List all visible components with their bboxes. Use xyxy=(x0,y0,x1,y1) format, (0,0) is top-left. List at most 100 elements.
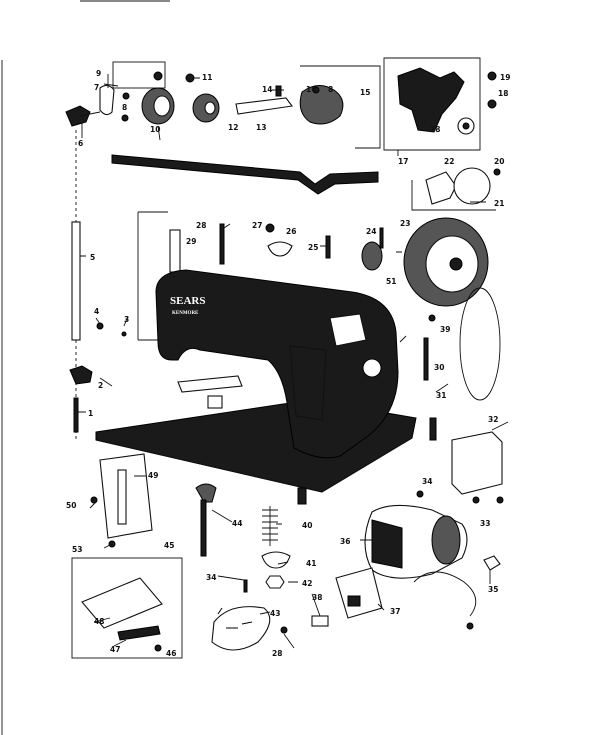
bushing-15-part xyxy=(299,85,344,125)
screw-20-icon xyxy=(493,168,501,176)
label-37: 37 xyxy=(390,607,400,616)
label-26: 26 xyxy=(286,227,296,236)
label-2: 2 xyxy=(98,381,103,390)
label-42: 42 xyxy=(302,579,312,588)
label-16a: 16 xyxy=(306,85,316,94)
label-50: 50 xyxy=(66,501,76,510)
pin-30-part xyxy=(423,337,429,381)
label-11: 11 xyxy=(202,73,212,82)
label-36: 36 xyxy=(340,537,350,546)
lower-center-group xyxy=(211,506,291,651)
spring-47-part xyxy=(117,625,161,641)
plate-48-part xyxy=(81,577,163,629)
label-25: 25 xyxy=(308,243,318,252)
label-7: 7 xyxy=(94,83,99,92)
slide-plate-part xyxy=(177,375,243,393)
label-29: 29 xyxy=(186,237,196,246)
label-15: 15 xyxy=(360,88,370,97)
link-line xyxy=(79,111,101,117)
label-18a: 18 xyxy=(498,89,508,98)
screw-9-icon xyxy=(153,71,163,81)
handwheel-23-hub xyxy=(449,257,463,271)
screw-3-icon xyxy=(121,331,127,337)
brand-name: SEARS xyxy=(170,295,205,307)
brush-38-part xyxy=(311,615,329,627)
screw-33a-icon xyxy=(472,496,480,504)
slide-plate-49-slot xyxy=(117,469,127,525)
callout-box-45 xyxy=(71,557,183,659)
screw-18a-icon xyxy=(487,99,497,109)
label-28: 28 xyxy=(196,221,206,230)
feed-dog-part xyxy=(207,395,223,409)
label-43: 43 xyxy=(270,609,280,618)
screw-34a-icon xyxy=(416,490,424,498)
label-41: 41 xyxy=(306,559,316,568)
label-8b: 8 xyxy=(328,85,333,94)
screw-8b-icon xyxy=(121,114,129,122)
presser-bar-parts-group xyxy=(383,57,497,151)
link-part-6 xyxy=(65,105,91,127)
label-34b: 34 xyxy=(206,573,216,582)
label-31: 31 xyxy=(436,391,446,400)
label-17: 17 xyxy=(398,157,408,166)
arm-plate-part xyxy=(329,313,367,347)
label-53: 53 xyxy=(72,545,82,554)
bed-hinge-part xyxy=(429,417,437,441)
motor-36-housing xyxy=(371,519,403,569)
label-20: 20 xyxy=(494,157,504,166)
label-4: 4 xyxy=(94,307,99,316)
screw-16-icon xyxy=(312,86,320,94)
spool-51-part xyxy=(361,241,383,271)
machine-body-group: SEARS KENMORE xyxy=(95,269,437,505)
label-39: 39 xyxy=(440,325,450,334)
label-10: 10 xyxy=(150,125,160,134)
face-cover-group xyxy=(411,167,501,211)
needle-bar-group xyxy=(69,130,127,440)
bushing-12-hub xyxy=(204,101,216,115)
upper-shaft-parts-group xyxy=(65,61,381,149)
callout-box-16-15 xyxy=(300,65,381,149)
label-51: 51 xyxy=(386,277,396,286)
screw-4-icon xyxy=(96,322,104,330)
clamp-2-part xyxy=(69,365,93,385)
label-32: 32 xyxy=(488,415,498,424)
label-5: 5 xyxy=(90,253,95,262)
label-18b: 18 xyxy=(430,125,440,134)
label-3: 3 xyxy=(124,315,129,324)
handwheel-group xyxy=(137,211,501,401)
label-44: 44 xyxy=(232,519,242,528)
lever-assembly-17-part xyxy=(397,67,465,133)
bracket-37-part xyxy=(335,567,383,619)
pulley-35-part xyxy=(483,555,501,571)
label-47: 47 xyxy=(110,645,120,654)
nut-42-part xyxy=(265,575,285,589)
cord-terminal-icon xyxy=(466,622,474,630)
bracket-37-slot xyxy=(347,595,361,607)
plate-43-marks xyxy=(217,607,253,629)
label-30: 30 xyxy=(434,363,444,372)
callout-line-22 xyxy=(411,180,496,211)
screw-39-icon xyxy=(428,314,436,322)
label-33: 33 xyxy=(480,519,490,528)
label-19: 19 xyxy=(500,73,510,82)
label-21: 21 xyxy=(494,199,504,208)
crank-10-hub xyxy=(153,95,171,117)
label-12: 12 xyxy=(228,123,238,132)
callout-box-9 xyxy=(112,61,166,89)
pin-28-part xyxy=(219,223,225,265)
screw-27-icon xyxy=(265,223,275,233)
label-24: 24 xyxy=(366,227,376,236)
plate-43-part xyxy=(211,606,271,651)
washer-18-hole xyxy=(462,122,470,130)
spring-40-part xyxy=(262,506,278,546)
label-35: 35 xyxy=(488,585,498,594)
knob-44-part xyxy=(195,483,217,503)
pin-29-part xyxy=(169,229,181,273)
label-49: 49 xyxy=(148,471,158,480)
lever-41-part xyxy=(261,551,291,569)
screw-50-icon xyxy=(90,496,98,504)
arm-hole xyxy=(362,358,382,378)
label-48: 48 xyxy=(94,617,104,626)
label-38: 38 xyxy=(312,593,322,602)
